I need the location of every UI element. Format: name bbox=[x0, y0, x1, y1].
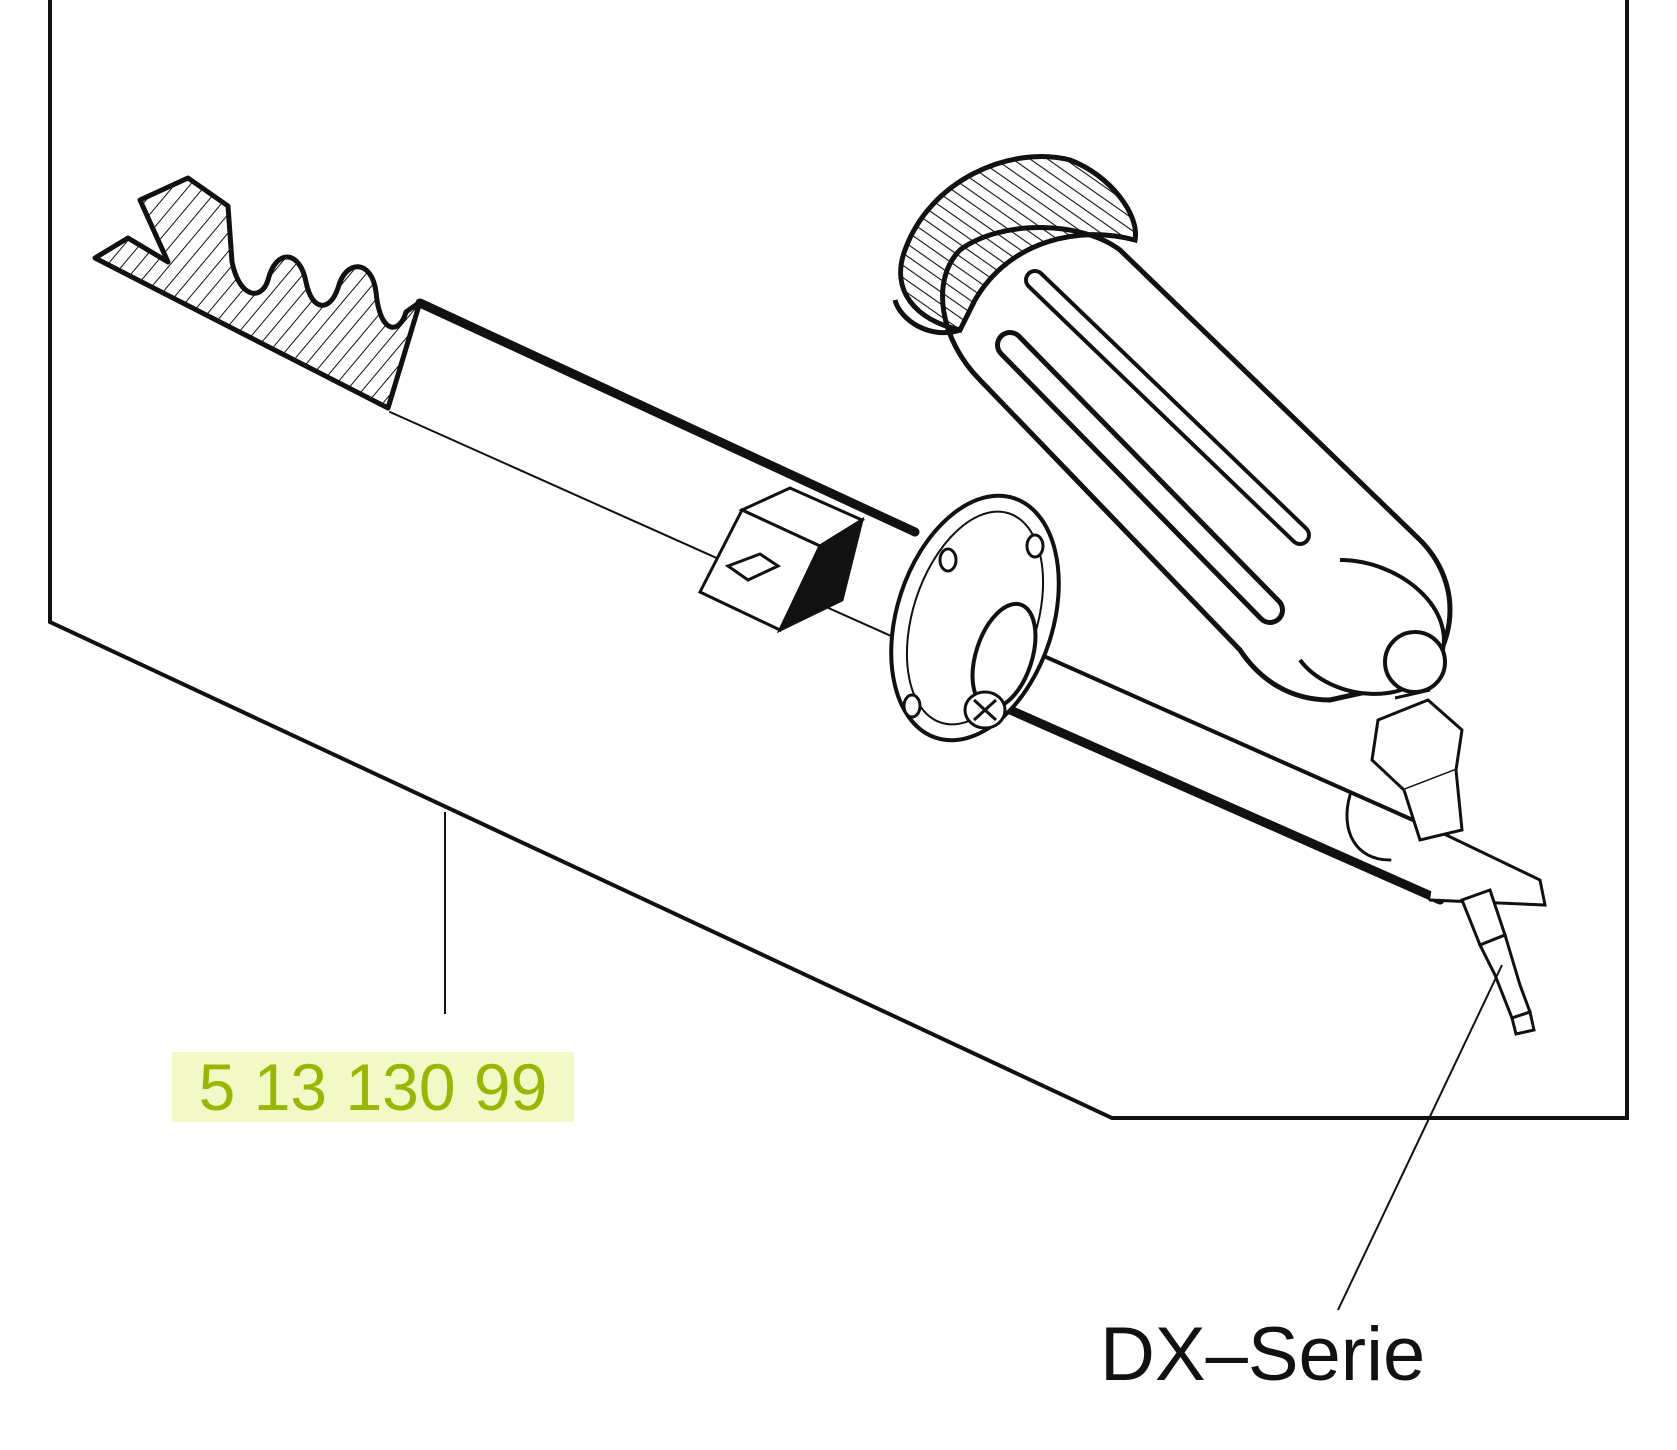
hex-fitting bbox=[1370, 688, 1464, 842]
part-number-label: 5 13 130 99 bbox=[172, 1052, 574, 1122]
frame-outline bbox=[48, 0, 1629, 1120]
screw bbox=[963, 690, 1007, 730]
guide-block bbox=[697, 486, 866, 634]
flange bbox=[889, 493, 1061, 743]
chain-profile bbox=[92, 175, 423, 411]
leader-lines bbox=[444, 812, 1503, 1311]
model-series-label: DX–Serie bbox=[1100, 1312, 1426, 1397]
knurled-cap bbox=[892, 154, 1139, 336]
pump-body bbox=[940, 225, 1453, 703]
nozzle bbox=[1460, 888, 1536, 1036]
